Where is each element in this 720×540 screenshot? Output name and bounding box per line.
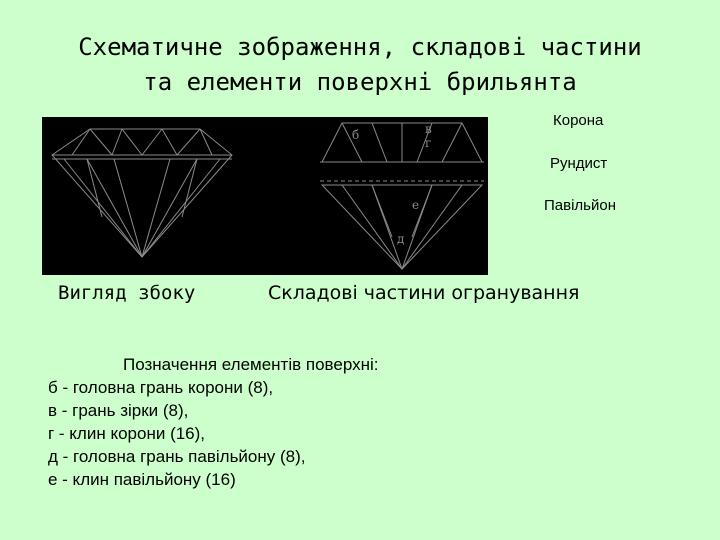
facet-letter-g: г [425, 136, 431, 150]
legend-heading: Позначення елементів поверхні: [123, 355, 379, 374]
legend-item: д - головна грань павільйону (8), [48, 447, 306, 466]
facet-letter-e: е [412, 198, 419, 212]
legend-item: е - клин павільйону (16) [48, 470, 236, 489]
facet-letter-v: в [425, 122, 432, 136]
legend-item: в - грань зірки (8), [48, 401, 189, 420]
diamond-drawings: б в г е д [51, 122, 484, 270]
cut-parts-diamond [320, 122, 484, 270]
title-line-1: Схематичне зображення, складові частини [78, 33, 642, 61]
caption-cut-parts: Складові частини огранування [268, 282, 580, 304]
legend-item: б - головна грань корони (8), [48, 378, 274, 397]
slide-title: Схематичне зображення, складові частини … [0, 30, 720, 100]
legend-item: г - клин корони (16), [48, 424, 206, 443]
title-line-2: та елементи поверхні брильянта [143, 68, 577, 96]
label-pavilion: Павільйон [544, 197, 616, 214]
caption-side-view: Вигляд збоку [58, 282, 196, 304]
diamond-figure: б в г е д [42, 117, 488, 275]
label-crown: Корона [553, 112, 604, 129]
facet-letter-d: д [397, 232, 404, 246]
facet-letter-b: б [352, 128, 359, 142]
legend: Позначення елементів поверхні: б - голов… [48, 353, 608, 491]
label-girdle: Рундист [550, 155, 608, 172]
side-view-diamond [51, 128, 233, 258]
